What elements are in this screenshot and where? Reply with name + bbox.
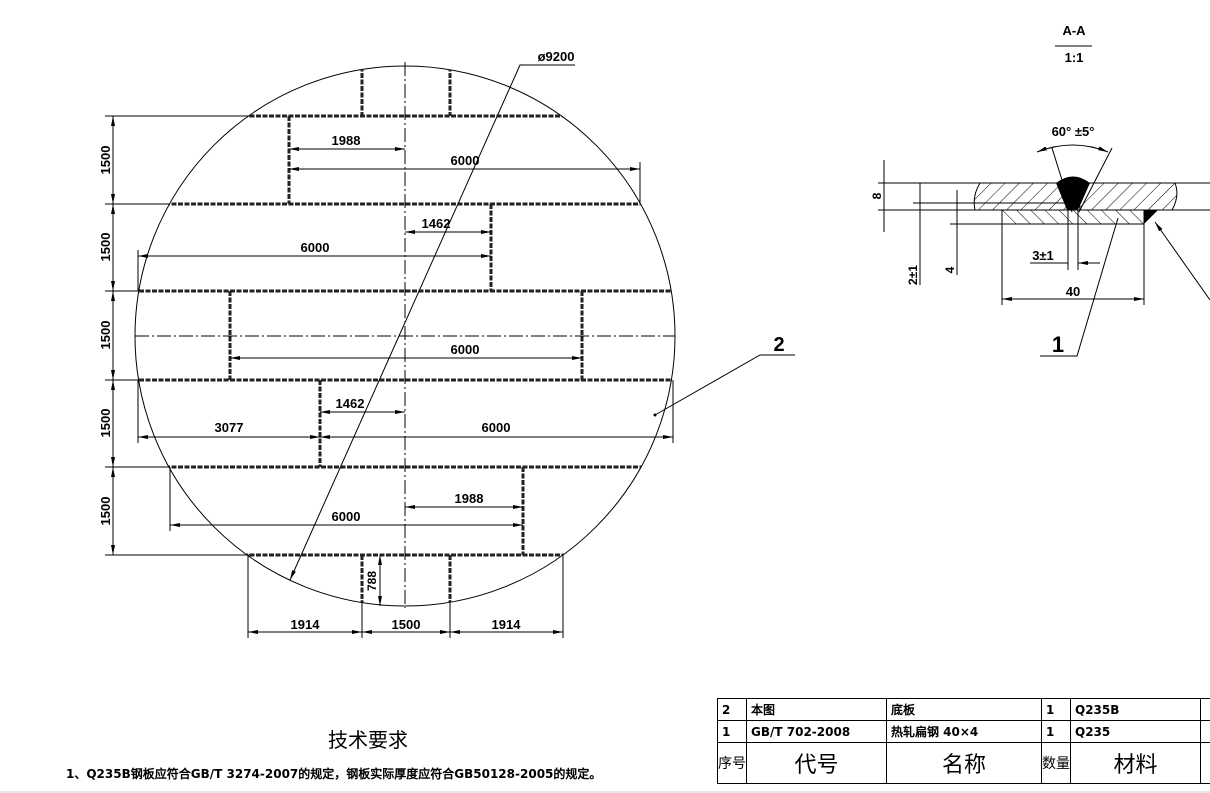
part-1-callout: 1 — [1052, 332, 1064, 357]
bom-code: 本图 — [746, 698, 887, 721]
backing-strip — [1001, 209, 1145, 225]
header-no: 序号 — [717, 742, 747, 784]
dim-bottom-left: 1914 — [291, 617, 321, 632]
part-2-leader-dot — [653, 413, 657, 417]
header-code: 代号 — [746, 742, 887, 784]
dim-row1-length: 6000 — [451, 153, 480, 168]
part-2-callout: 2 — [773, 334, 784, 356]
fillet-weld — [1144, 210, 1158, 224]
dim-bottom-middle: 1500 — [392, 617, 421, 632]
tech-req-item: 1、Q235B钢板应符合GB/T 3274-2007的规定，钢板实际厚度应符合G… — [66, 767, 602, 781]
bom-material: Q235 — [1070, 720, 1201, 743]
tech-req-title: 技术要求 — [328, 728, 408, 752]
dim-backing-width: 40 — [1066, 284, 1080, 299]
dim-row-height-4: 1500 — [98, 409, 113, 438]
dim-groove-angle: 60° ±5° — [1052, 124, 1095, 139]
dim-root-gap: 3±1 — [1032, 248, 1054, 263]
bom-name: 底板 — [886, 698, 1042, 721]
dim-row-height-5: 1500 — [98, 497, 113, 526]
plan-view: 1500 1500 1500 1500 1500 — [98, 49, 795, 638]
table-header-row: 序号 代号 名称 数量 材料 — [717, 742, 1210, 784]
weld-bead — [1056, 176, 1090, 210]
dim-bottom-right: 1914 — [492, 617, 522, 632]
dim-row5-length: 6000 — [332, 509, 361, 524]
diameter-label: ø9200 — [538, 49, 575, 64]
dim-row-height-3: 1500 — [98, 321, 113, 350]
section-a-a: A-A 1:1 8 2±1 4 60° ±5° 3±1 40 1 — [870, 23, 1210, 357]
plate-left — [973, 182, 1071, 211]
table-row: 2 本图 底板 1 Q235B — [717, 698, 1210, 721]
section-title: A-A — [1062, 23, 1086, 38]
dim-row2-offset: 1462 — [422, 216, 451, 231]
dim-row4-length: 6000 — [482, 420, 511, 435]
dim-row2-length: 6000 — [301, 240, 330, 255]
dim-row1-offset: 1988 — [332, 133, 361, 148]
bom-no: 2 — [717, 698, 747, 721]
dim-row4-left: 3077 — [215, 420, 244, 435]
dim-row-height-2: 1500 — [98, 233, 113, 262]
header-material: 材料 — [1070, 742, 1201, 784]
section-scale: 1:1 — [1065, 50, 1084, 65]
bom-qty: 1 — [1041, 698, 1071, 721]
plate-seams — [135, 66, 675, 606]
dim-root-face: 2±1 — [906, 265, 920, 285]
dim-row-height-1: 1500 — [98, 146, 113, 175]
bom-material: Q235B — [1070, 698, 1201, 721]
header-qty: 数量 — [1041, 742, 1071, 784]
bom-name: 热轧扁钢 40×4 — [886, 720, 1042, 743]
dim-row5-offset: 1988 — [455, 491, 484, 506]
dim-row3-length: 6000 — [451, 342, 480, 357]
header-name: 名称 — [886, 742, 1042, 784]
bom-qty: 1 — [1041, 720, 1071, 743]
bom-code: GB/T 702-2008 — [746, 720, 887, 743]
bom-no: 1 — [717, 720, 747, 743]
dim-backing-thickness: 4 — [943, 266, 957, 273]
viewer-bottom-edge — [0, 791, 1210, 793]
dim-row4-offset: 1462 — [336, 396, 365, 411]
dim-thickness: 8 — [870, 192, 884, 199]
dim-bottom-height: 788 — [365, 571, 379, 591]
plate-right — [1077, 182, 1178, 211]
bom-table: 2 本图 底板 1 Q235B 1 GB/T 702-2008 热轧扁钢 40×… — [717, 698, 1210, 784]
table-row: 1 GB/T 702-2008 热轧扁钢 40×4 1 Q235 — [717, 720, 1210, 743]
